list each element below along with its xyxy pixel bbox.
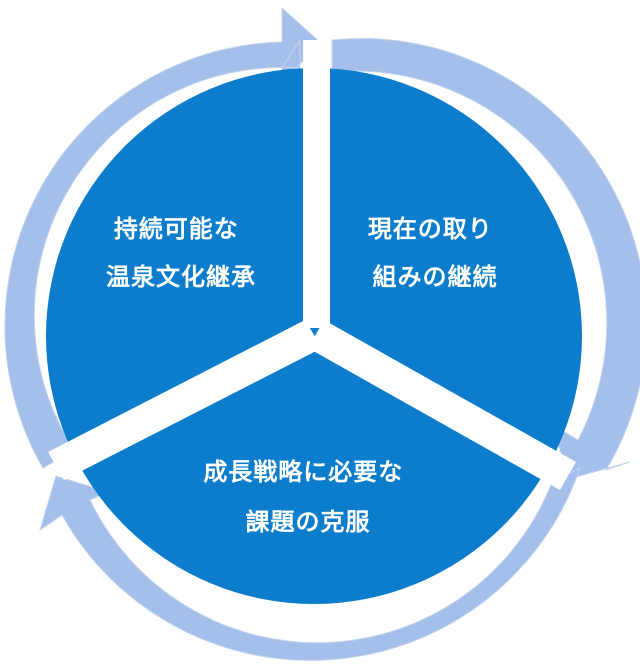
divider-top <box>303 40 330 328</box>
segment-3-label: 成長戦略に必要な 課題の克服 <box>203 458 412 536</box>
divider-left <box>48 320 322 480</box>
segment-3-line-1: 成長戦略に必要な <box>203 458 403 486</box>
segment-1-line-2: 温泉文化継承 <box>106 263 256 291</box>
segment-1-label: 持続可能な 温泉文化継承 <box>106 215 256 291</box>
ring-arrow-right <box>331 37 640 479</box>
segment-2-line-1: 現在の取り <box>368 215 493 243</box>
segment-dividers <box>48 40 576 490</box>
divider-right <box>308 320 576 490</box>
segment-3-line-2: 課題の克服 <box>246 508 371 536</box>
ring-arrow-bottom <box>39 467 581 661</box>
segment-2-label: 現在の取り 組みの継続 <box>368 215 502 291</box>
ring-arrow-left <box>4 6 323 469</box>
segment-2-line-2: 組みの継続 <box>373 263 498 291</box>
ring-arrows <box>4 6 640 661</box>
segment-1-line-1: 持続可能な <box>114 215 239 243</box>
